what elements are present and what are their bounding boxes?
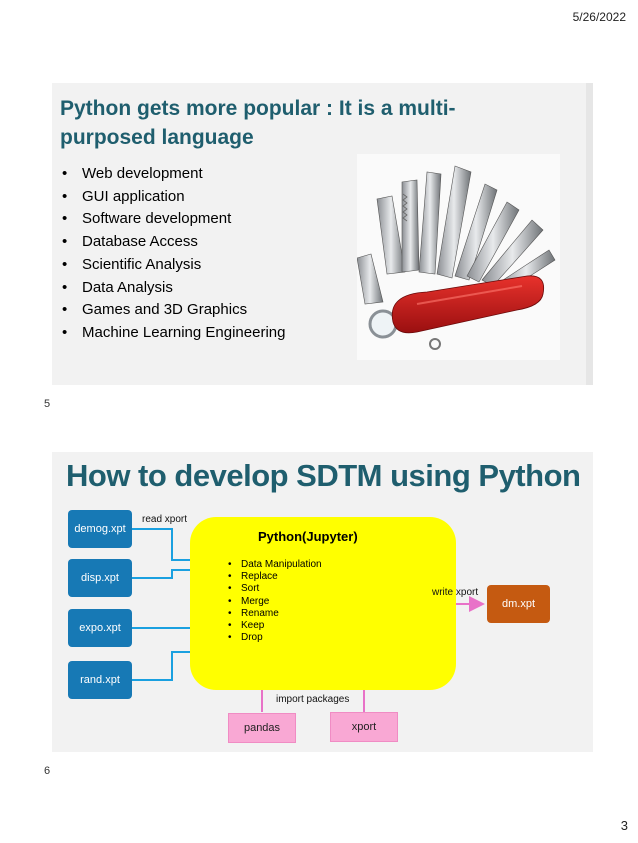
rand-xpt-box: rand.xpt: [68, 661, 132, 699]
write-xport-label: write xport: [432, 587, 479, 598]
list-item: Keep: [228, 620, 322, 632]
list-item: Machine Learning Engineering: [60, 322, 285, 345]
list-item: Replace: [228, 571, 322, 583]
list-item: Sort: [228, 583, 322, 595]
list-item: Database Access: [60, 231, 285, 254]
list-item: Web development: [60, 163, 285, 186]
list-item: Games and 3D Graphics: [60, 299, 285, 322]
expo-xpt-box: expo.xpt: [68, 609, 132, 647]
slide-5-bullet-list: Web development GUI application Software…: [60, 163, 285, 345]
python-jupyter-title: Python(Jupyter): [258, 529, 358, 544]
list-item: Rename: [228, 608, 322, 620]
list-item: Data Analysis: [60, 277, 285, 300]
list-item: Scientific Analysis: [60, 254, 285, 277]
read-xport-label: read xport: [142, 514, 188, 525]
document-date: 5/26/2022: [572, 10, 626, 24]
slide-number: 5: [44, 398, 51, 410]
list-item: Software development: [60, 208, 285, 231]
demog-xpt-box: demog.xpt: [68, 510, 132, 548]
xport-box: xport: [330, 712, 398, 742]
page-number: 3: [620, 818, 628, 833]
import-packages-label: import packages: [276, 694, 350, 705]
list-item: Data Manipulation: [228, 559, 322, 571]
operations-list: Data Manipulation Replace Sort Merge Ren…: [228, 559, 322, 645]
list-item: Merge: [228, 596, 322, 608]
slide-5-edge: [586, 83, 593, 385]
list-item: Drop: [228, 632, 322, 644]
disp-xpt-box: disp.xpt: [68, 559, 132, 597]
list-item: GUI application: [60, 186, 285, 209]
slide-6-title: How to develop SDTM using Python: [66, 458, 581, 493]
pandas-box: pandas: [228, 713, 296, 743]
slide-5-title: Python gets more popular : It is a multi…: [60, 97, 456, 149]
slide-number: 6: [44, 765, 51, 777]
swiss-army-knife-image: [356, 154, 560, 360]
dm-xpt-box: dm.xpt: [487, 585, 550, 623]
